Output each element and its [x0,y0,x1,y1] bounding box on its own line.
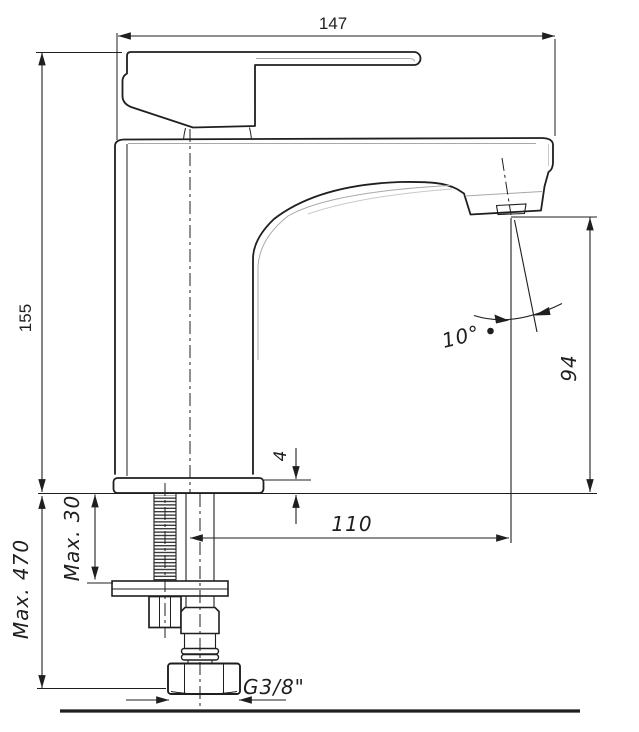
dim-label-max-470: Max. 470 [9,539,33,639]
aerator-outlet [495,203,527,216]
dim-label-110: 110 [331,512,372,536]
angle-arrow-right [534,307,551,316]
angle-dot [487,327,494,335]
faucet-handle [121,51,422,140]
dim-base-plate-thickness: 4 [264,448,311,524]
dim-spout-outlet-height: 94 [511,216,597,492]
dim-label-147: 147 [319,14,347,33]
dim-connection-thread: G3/8" [126,675,305,704]
dim-spout-projection: 110 [190,512,509,542]
angle-arc [473,303,563,321]
dim-label-4: 4 [271,451,291,462]
dim-max-deck-thickness: Max. 30 [60,494,113,584]
dim-label-g38: G3/8" [243,675,305,699]
dim-overall-length: 147 [36,14,556,140]
washer-plate [111,580,229,597]
dim-outlet-angle: 10° [439,218,563,543]
dim-label-max-30: Max. 30 [60,495,84,582]
connection-nut [167,662,241,695]
dim-height-to-deck: 155 [16,52,46,492]
angle-arrow-left [494,314,509,324]
cartridge-neck [183,127,252,140]
dim-label-94: 94 [557,354,581,381]
spout-axis-centerline [501,157,512,216]
dim-max-installation-height: Max. 470 [9,496,166,689]
dim-label-10deg: 10° [439,320,482,353]
faucet-body-and-spout [114,137,554,476]
base-plate [112,477,265,494]
outlet-angle-line [513,219,538,333]
dim-label-155: 155 [16,304,35,332]
